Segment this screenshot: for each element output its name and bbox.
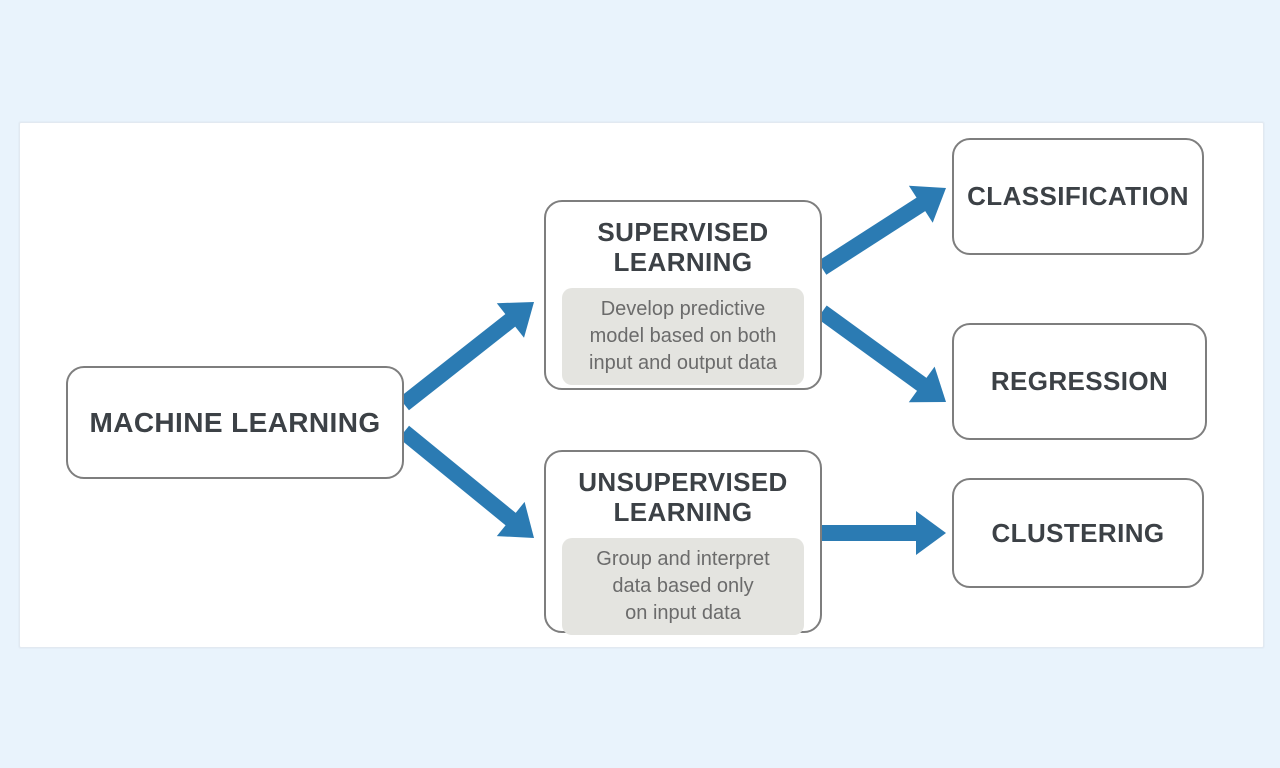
supervised-note-line-1: Develop predictive bbox=[600, 297, 766, 320]
regression-label: REGRESSION bbox=[990, 366, 1169, 396]
node-clustering: CLUSTERING bbox=[952, 478, 1204, 588]
node-machine-learning: MACHINE LEARNING bbox=[66, 366, 404, 479]
unsupervised-note-line-3: on input data bbox=[625, 601, 741, 624]
machine-learning-label: MACHINE LEARNING bbox=[89, 406, 381, 438]
supervised-learning-title: SUPERVISED LEARNING bbox=[597, 217, 769, 278]
classification-label: CLASSIFICATION bbox=[967, 181, 1189, 211]
unsupervised-title-line-1: UNSUPERVISED bbox=[578, 467, 788, 497]
supervised-note-line-3: input and output data bbox=[589, 351, 777, 374]
node-supervised-learning: SUPERVISED LEARNING Develop predictive m… bbox=[544, 200, 822, 390]
supervised-note-line-2: model based on both bbox=[589, 324, 777, 347]
supervised-learning-note: Develop predictive model based on both i… bbox=[562, 287, 804, 385]
unsupervised-title-line-2: LEARNING bbox=[613, 496, 753, 527]
unsupervised-learning-note: Group and interpret data based only on i… bbox=[562, 537, 804, 635]
node-regression: REGRESSION bbox=[952, 323, 1207, 440]
supervised-title-line-2: LEARNING bbox=[613, 246, 753, 277]
supervised-title-line-1: SUPERVISED bbox=[597, 217, 769, 247]
unsupervised-learning-title: UNSUPERVISED LEARNING bbox=[578, 467, 788, 528]
unsupervised-note-line-1: Group and interpret bbox=[596, 547, 770, 570]
node-classification: CLASSIFICATION bbox=[952, 138, 1204, 255]
node-unsupervised-learning: UNSUPERVISED LEARNING Group and interpre… bbox=[544, 450, 822, 635]
clustering-label: CLUSTERING bbox=[991, 517, 1165, 548]
unsupervised-note-line-2: data based only bbox=[612, 574, 754, 597]
